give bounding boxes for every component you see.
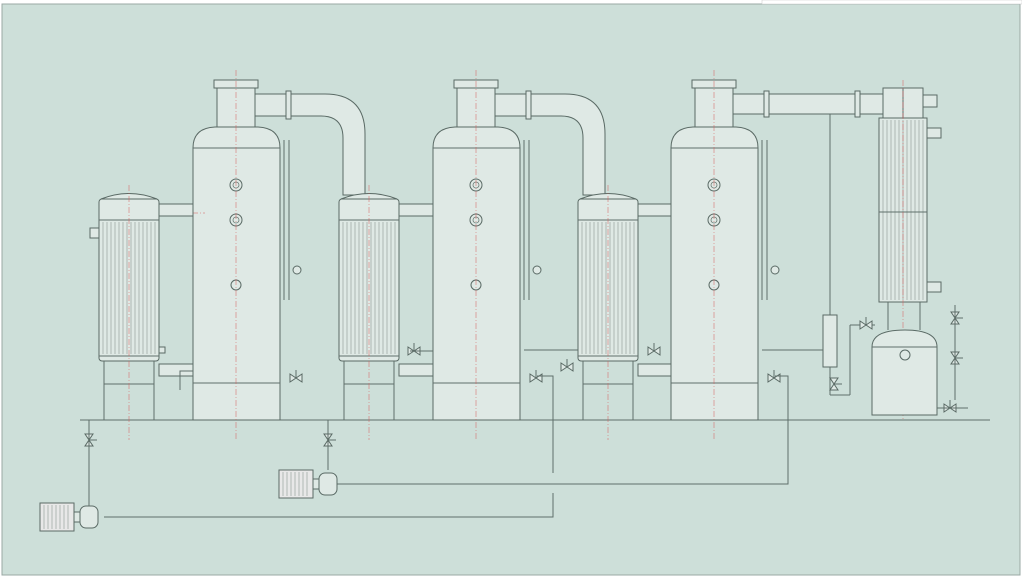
window-strip bbox=[761, 0, 1022, 5]
heater-2 bbox=[338, 185, 400, 440]
nozzle-2b bbox=[398, 363, 434, 377]
piping bbox=[88, 305, 968, 518]
nozzle-3b bbox=[637, 363, 672, 377]
heater-3 bbox=[577, 185, 639, 440]
valve-icon bbox=[289, 370, 303, 383]
nozzle-1b bbox=[158, 363, 194, 377]
pump-2 bbox=[278, 469, 338, 499]
heater-1 bbox=[89, 185, 166, 440]
valve-icon bbox=[647, 343, 661, 356]
nozzle-1a bbox=[158, 203, 194, 217]
separator-1 bbox=[170, 70, 302, 440]
nozzle-3a bbox=[637, 203, 672, 217]
trap-column bbox=[822, 314, 838, 368]
separator-2 bbox=[432, 70, 542, 440]
pump-1 bbox=[39, 498, 99, 532]
condenser bbox=[878, 80, 942, 420]
separator-3 bbox=[670, 70, 780, 440]
valve-icon bbox=[859, 317, 873, 330]
valve-icon bbox=[560, 359, 574, 372]
receiver-tank bbox=[871, 302, 938, 416]
nozzle-2a bbox=[398, 203, 434, 217]
valve-icon bbox=[829, 377, 842, 391]
